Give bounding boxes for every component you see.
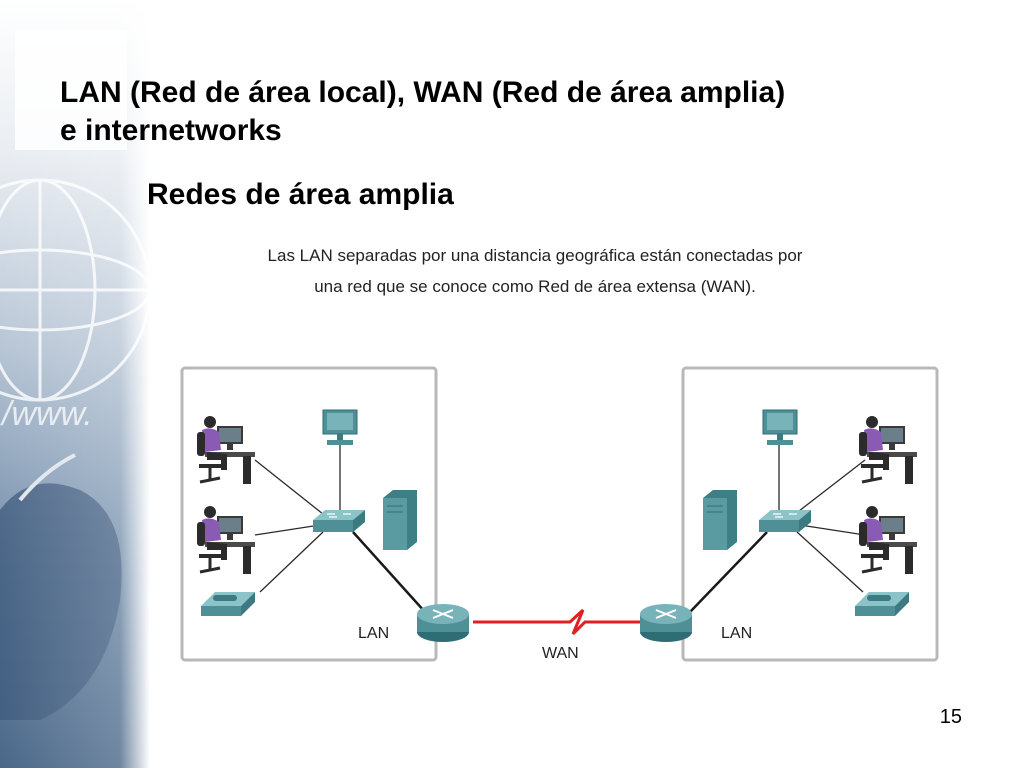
left-lan-label: LAN [358,625,389,642]
decorative-side-background: /www. [0,0,150,768]
right-server [702,489,738,551]
caption-line-1: Las LAN separadas por una distancia geog… [267,246,803,265]
wan-label: WAN [542,645,579,662]
right-router [639,603,693,643]
right-lan-links [778,445,866,593]
wan-diagram: LAN LAN WAN [180,366,939,662]
slide-title: LAN (Red de área local), WAN (Red de áre… [60,74,960,150]
right-lan-label: LAN [721,625,752,642]
caption-line-2: una red que se conoce como Red de área e… [314,277,756,296]
title-line-2: e internetworks [60,114,282,147]
left-lan-box [180,366,438,662]
left-lan-links [254,445,341,593]
left-switch-router-link [352,531,426,613]
page-number: 15 [939,706,962,728]
left-router [416,603,470,643]
left-server [382,489,418,551]
diagram-caption: Las LAN separadas por una distancia geog… [230,240,840,302]
slide-subtitle: Redes de área amplia [147,178,454,211]
wan-link [473,608,641,636]
right-switch-router-link [689,531,768,613]
title-line-1: LAN (Red de área local), WAN (Red de áre… [60,76,786,109]
